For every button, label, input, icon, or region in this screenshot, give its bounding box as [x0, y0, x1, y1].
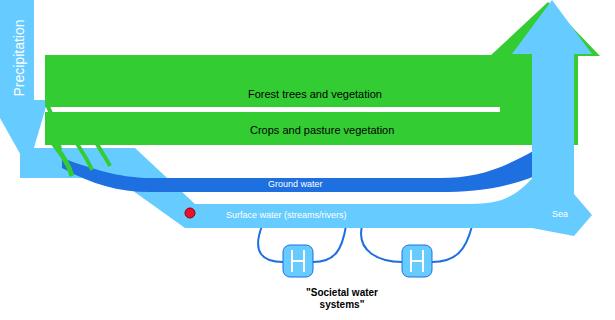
ground-water-flow	[62, 150, 535, 192]
marker-dot	[185, 208, 195, 218]
ground-water-band: Ground water	[150, 178, 440, 192]
root-flow	[96, 142, 110, 166]
water-system-icon	[283, 245, 313, 277]
flow-label: Forest trees and vegetation	[248, 88, 382, 100]
flow-label: Sea	[552, 209, 568, 219]
root-flow	[76, 142, 92, 170]
precipitation-arrow-shape	[0, 0, 48, 168]
system-label: "Societal water systems"	[296, 287, 388, 311]
flow-label: Ground water	[268, 179, 323, 189]
sea-arrow-outline	[512, 0, 594, 240]
loop-line	[361, 226, 402, 262]
flow-label: Crops and pasture vegetation	[250, 124, 394, 136]
water-flow	[470, 175, 535, 204]
precipitation-arrow: Precipitation	[0, 0, 50, 172]
flow-label: Precipitation	[11, 19, 27, 96]
loop-line	[258, 226, 283, 262]
vegetation-band: Crops and pasture vegetation	[45, 112, 505, 145]
flow-label: Surface water (streams/rivers)	[226, 210, 347, 220]
sea-arrow-shape	[512, 0, 592, 236]
loop-line	[432, 226, 472, 262]
water-system-icon	[402, 245, 432, 277]
surface-water-band: Surface water (streams/rivers)	[190, 204, 545, 228]
vegetation-band: Forest trees and vegetation	[45, 55, 505, 107]
root-flow	[52, 142, 72, 176]
sea-arrow: Sea	[512, 0, 594, 240]
water-flow	[20, 148, 545, 228]
loop-line	[313, 226, 346, 262]
